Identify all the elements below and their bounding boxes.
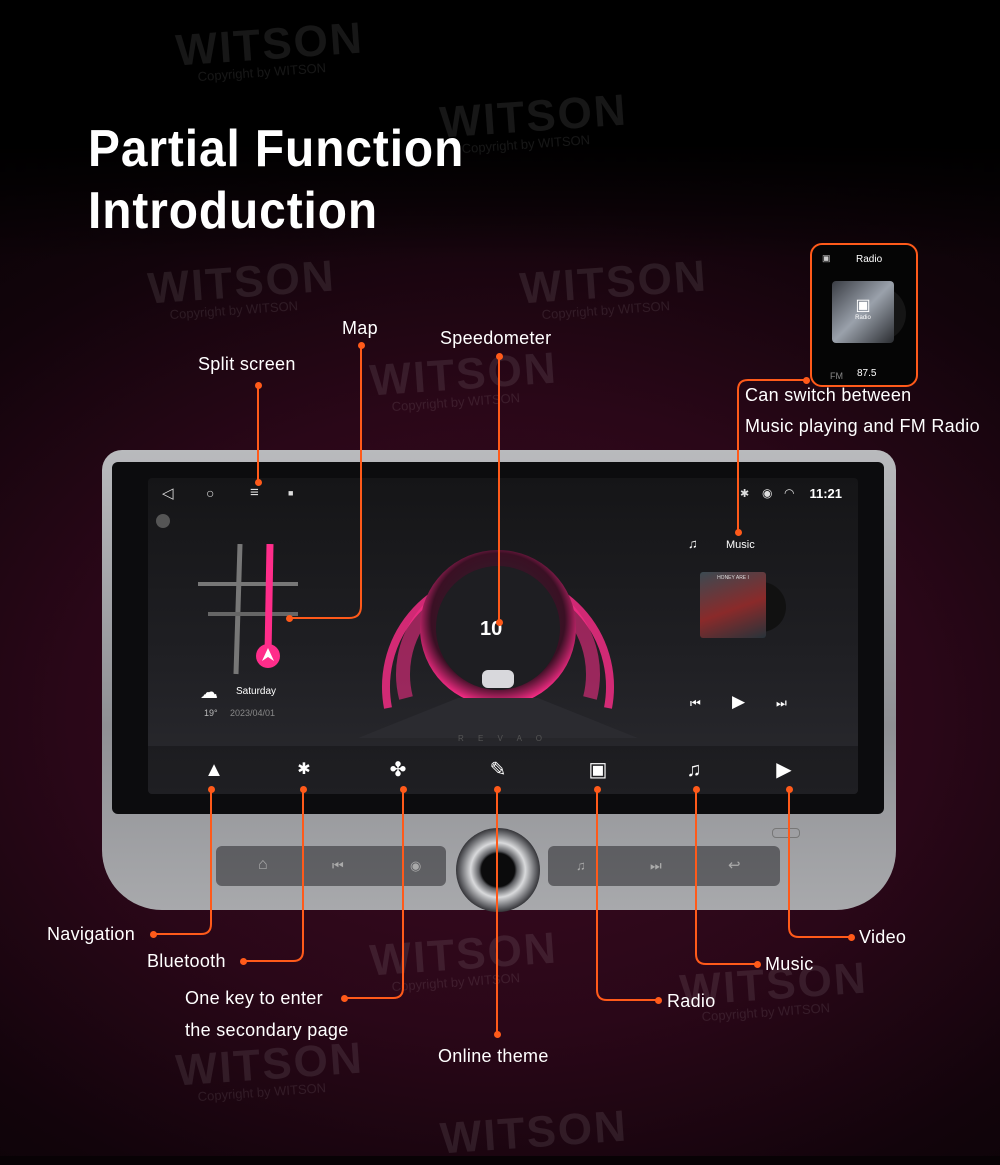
back-button-icon[interactable]: ↩ [728,857,741,874]
radio-popup[interactable]: ▣ Radio ▣ Radio FM 87.5 [810,243,918,387]
label-secondary-2: the secondary page [185,1020,349,1040]
callout-dot [496,619,503,626]
callout-dot [496,353,503,360]
music-note-icon: ♫ [688,536,698,551]
play-icon[interactable]: ▶ [732,692,746,711]
label-online-theme: Online theme [438,1046,549,1066]
map-widget[interactable] [198,544,308,684]
callout-dot [300,786,307,793]
radio-frequency: 87.5 [857,368,877,379]
callout-dot [594,786,601,793]
label-map: Map [342,318,378,338]
radio-popup-art: ▣ Radio [832,281,894,343]
callout-dot [754,961,761,968]
notification-icon: ■ [288,488,294,498]
right-button-bar [548,846,780,886]
status-bar: ◁ ○ ≡ ■ ✱ ◉ ◠ 11:21 [148,478,858,508]
avatar[interactable] [156,514,170,528]
callout-dot [150,931,157,938]
callout-dot [286,615,293,622]
cloud-icon: ☁ [200,682,218,702]
location-icon: ◉ [762,486,773,500]
radio-popup-icon: ▣ [822,253,831,263]
callout-dot [341,995,348,1002]
video-icon[interactable]: ▶ [776,759,792,781]
callout-dot [494,1031,501,1038]
next-track-button-icon[interactable]: ⏭ [650,858,662,873]
navigation-icon[interactable]: ▲ [204,759,224,781]
bluetooth-status-icon: ✱ [740,488,750,500]
label-secondary-1: One key to enter [185,988,323,1008]
callout-dot [208,786,215,793]
callout-dot [693,786,700,793]
usb-port [772,828,800,838]
callout-dot [735,529,742,536]
theme-icon[interactable]: ✎ [489,759,507,781]
callout-dot [255,479,262,486]
apps-icon[interactable]: ✤ [389,759,407,781]
callout-dot [655,997,662,1004]
weather-temp: 19° [204,708,218,718]
prev-track-button-icon[interactable]: ⏮ [332,858,344,873]
music-widget-label: Music [726,539,755,551]
head-unit-ui: ◁ ○ ≡ ■ ✱ ◉ ◠ 11:21 ☁ Saturday 19° 2023/… [148,478,858,794]
callout-dot [400,786,407,793]
callout-dot [255,382,262,389]
label-radio-switch-2: Music playing and FM Radio [745,416,980,436]
callout-dot [786,786,793,793]
callout-dot [240,958,247,965]
home-button-icon[interactable]: ⌂ [258,856,268,873]
label-bluetooth: Bluetooth [147,951,226,971]
left-button-bar [216,846,446,886]
album-art[interactable]: HONEY ARE I [700,572,766,638]
music-button-icon[interactable]: ♫ [576,858,586,873]
label-radio: Radio [667,991,716,1011]
next-icon[interactable]: ⏭ [776,696,787,710]
dash-brand: R E V A O [458,734,549,743]
label-navigation: Navigation [47,924,136,944]
radio-band: FM [830,371,843,381]
radio-icon[interactable]: ▣ [588,759,608,781]
callout-dot [358,342,365,349]
home-icon[interactable]: ○ [206,485,215,501]
label-music: Music [765,954,814,974]
page-title: Partial Function Introduction [88,120,465,240]
weather-date: 2023/04/01 [230,708,276,718]
callout-dot [494,786,501,793]
split-screen-icon[interactable]: ≡ [250,484,259,501]
callout-dot [803,377,810,384]
label-video: Video [859,927,907,947]
callout-dot [848,934,855,941]
weather-day: Saturday [236,686,277,697]
radio-popup-title: Radio [856,254,883,265]
dock: ▲ ✱ ✤ ✎ ▣ ♫ ▶ [148,746,858,794]
previous-icon[interactable]: ⏮ [690,696,701,710]
label-radio-switch-1: Can switch between [745,385,912,405]
location-button-icon[interactable]: ◉ [410,858,422,873]
label-speedometer: Speedometer [440,328,552,348]
bluetooth-icon[interactable]: ✱ [297,761,311,778]
top-fade [0,0,1000,260]
clock: 11:21 [809,486,842,501]
wifi-icon: ◠ [784,486,795,500]
music-icon[interactable]: ♫ [686,759,702,781]
label-split-screen: Split screen [198,354,296,374]
back-icon[interactable]: ◁ [162,485,174,502]
